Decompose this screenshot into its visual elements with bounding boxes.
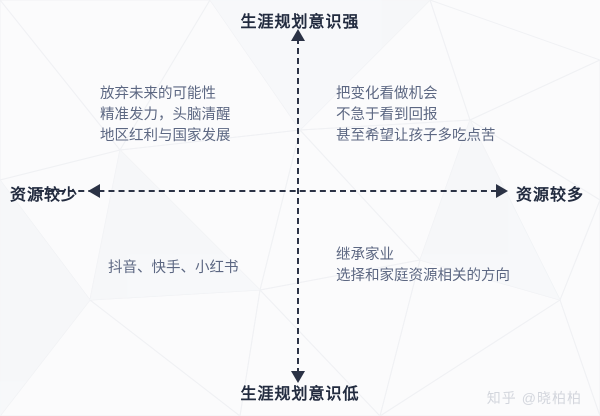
arrow-left-icon — [88, 184, 100, 198]
watermark-user: @晓柏柏 — [521, 390, 582, 406]
quadrant-top-left-line: 地区红利与国家发展 — [100, 128, 231, 144]
quadrant-bottom-left: 抖音、快手、小红书 — [108, 258, 239, 279]
quadrant-top-left: 放弃未来的可能性 精准发力，头脑清醒 地区红利与国家发展 — [100, 84, 231, 147]
quadrant-top-right-line: 不急于看到回报 — [336, 107, 438, 123]
quadrant-top-right-line: 甚至希望让孩子多吃点苦 — [336, 128, 496, 144]
quadrant-bottom-right-line: 继承家业 — [336, 247, 394, 263]
quadrant-bottom-right: 继承家业 选择和家庭资源相关的方向 — [336, 245, 510, 287]
arrow-right-icon — [496, 184, 508, 198]
quadrant-bottom-right-line: 选择和家庭资源相关的方向 — [336, 268, 510, 284]
quadrant-bottom-left-line: 抖音、快手、小红书 — [108, 260, 239, 276]
horizontal-axis — [38, 190, 497, 192]
quadrant-top-left-line: 精准发力，头脑清醒 — [100, 107, 231, 123]
axis-label-bottom: 生涯规划意识低 — [240, 386, 360, 403]
axis-label-top: 生涯规划意识强 — [240, 14, 360, 31]
quadrant-top-right-line: 把变化看做机会 — [336, 86, 438, 102]
axis-label-right: 资源较多 — [516, 187, 585, 204]
vertical-axis — [297, 38, 299, 374]
quadrant-top-right: 把变化看做机会 不急于看到回报 甚至希望让孩子多吃点苦 — [336, 84, 496, 147]
axis-label-left: 资源较少 — [10, 187, 79, 204]
quadrant-top-left-line: 放弃未来的可能性 — [100, 86, 216, 102]
watermark: 知乎@晓柏柏 — [487, 388, 582, 408]
watermark-platform: 知乎 — [486, 390, 517, 406]
